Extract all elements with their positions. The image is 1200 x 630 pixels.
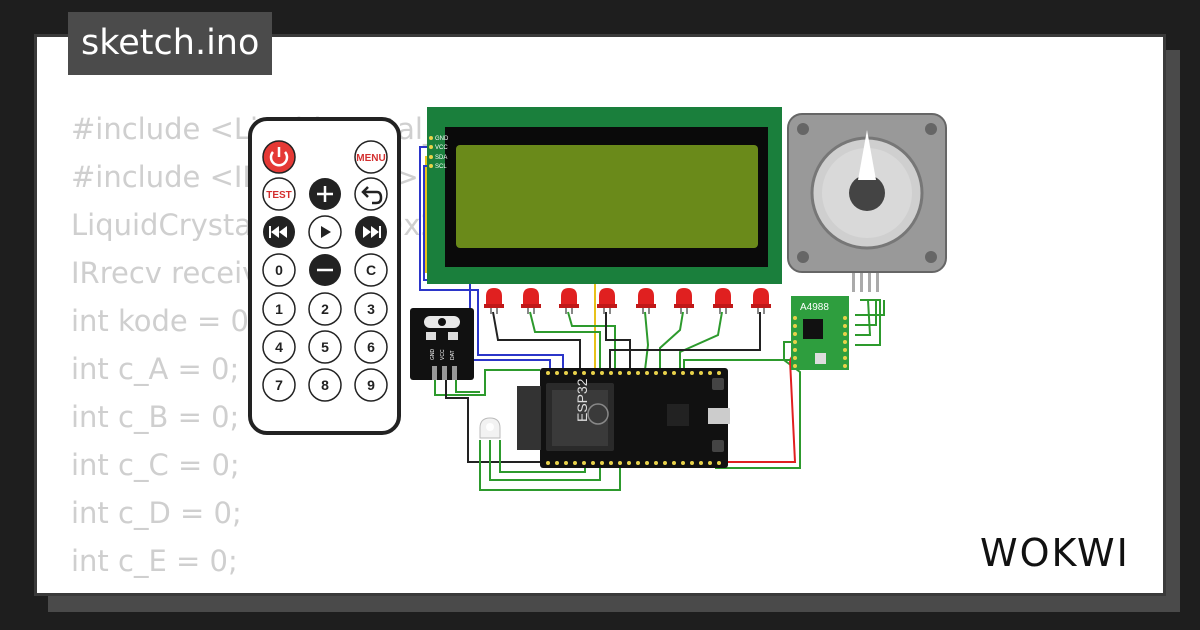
next-icon [363,226,379,238]
back-icon [364,190,383,205]
menu-button[interactable]: MENU [354,140,388,174]
led[interactable] [713,288,733,314]
code-line: int c_C = 0; [71,448,240,482]
esp32-board: ESP32 [517,368,730,468]
menu-label: MENU [356,153,385,164]
ir-pin-label: GND [430,349,436,361]
code-line: int c_A = 0; [71,352,240,386]
digit-label: 6 [367,339,375,355]
code-line: int c_D = 0; [71,496,242,530]
led[interactable] [597,288,617,314]
lcd-display: GND VCC SDA SCL [427,107,782,284]
digit-label: 4 [275,339,283,355]
esp32-label: ESP32 [574,378,590,422]
ir-remote[interactable]: MENU TEST [248,117,401,435]
digit-label: 8 [321,377,329,393]
code-line: int kode = 0; [71,304,259,338]
digit-5-button[interactable]: 5 [308,330,342,364]
digit-label: 0 [275,262,283,278]
rgb-led[interactable] [479,417,501,439]
digit-4-button[interactable]: 4 [262,330,296,364]
led[interactable] [751,288,771,314]
wires [419,146,885,491]
power-icon [269,151,289,167]
digit-3-button[interactable]: 3 [354,292,388,326]
back-button[interactable] [354,177,388,211]
previous-button[interactable] [263,216,295,248]
brand-label: WOKWI [980,531,1130,575]
test-label: TEST [266,190,292,201]
wokwi-logo[interactable]: WOKWI [976,528,1150,578]
previous-icon [271,226,287,238]
stepper-motor[interactable] [787,113,947,292]
digit-9-button[interactable]: 9 [354,368,388,402]
a4988-driver: A4988 [791,296,849,370]
digit-2-button[interactable]: 2 [308,292,342,326]
code-line: int c_E = 0; [71,544,238,578]
digit-label: 7 [275,377,283,393]
lcd-pin-label: SCL [435,164,447,170]
lcd-pin-label: SDA [435,155,447,161]
test-button[interactable]: TEST [262,177,296,211]
ir-receiver: GND VCC DAT [410,308,474,380]
digit-0-button[interactable]: 0 [262,253,296,287]
digit-label: 9 [367,377,375,393]
ir-pin-label: DAT [450,350,456,360]
power-button[interactable] [262,140,296,174]
lcd-pin-label: GND [435,136,449,142]
esp32-bottom-pins [546,461,721,465]
led[interactable] [484,288,504,314]
digit-1-button[interactable]: 1 [262,292,296,326]
led[interactable] [559,288,579,314]
file-name-tab[interactable]: sketch.ino [68,12,273,75]
digit-6-button[interactable]: 6 [354,330,388,364]
led[interactable] [636,288,656,314]
next-button[interactable] [355,216,387,248]
digit-label: 5 [321,339,329,355]
digit-8-button[interactable]: 8 [308,368,342,402]
play-icon [321,226,331,238]
digit-label: 3 [367,301,375,317]
clear-button[interactable]: C [354,253,388,287]
led-row [484,288,771,314]
digit-label: 2 [321,301,329,317]
code-line: int c_F = 0; [71,585,571,593]
driver-label: A4988 [800,302,829,313]
esp32-top-pins [546,371,721,375]
code-line: int c_B = 0; [71,400,240,434]
digit-label: 1 [275,301,283,317]
plus-button[interactable] [309,178,341,210]
led[interactable] [521,288,541,314]
digit-7-button[interactable]: 7 [262,368,296,402]
clear-label: C [366,262,376,278]
led[interactable] [674,288,694,314]
play-button[interactable] [308,215,342,249]
ir-pin-label: VCC [440,349,446,360]
minus-button[interactable] [309,254,341,286]
lcd-pin-label: VCC [435,145,448,151]
